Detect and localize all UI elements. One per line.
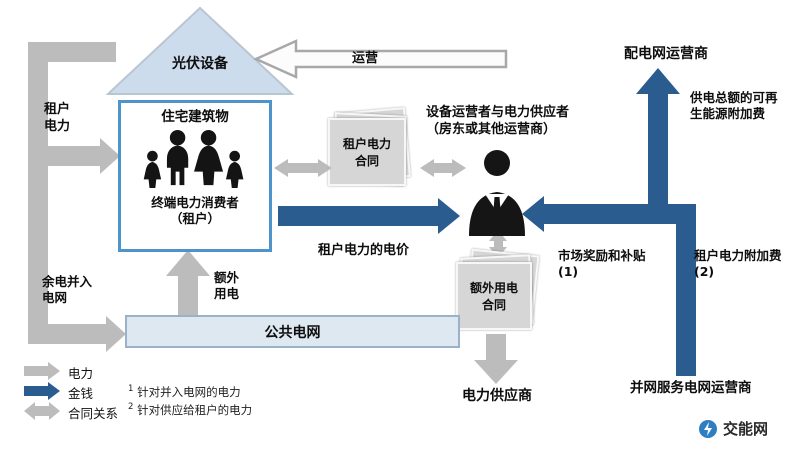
subsidy-label: 市场奖励和补贴 (1) bbox=[558, 248, 646, 279]
contract-arrow-right-head bbox=[318, 159, 332, 177]
operator-person-icon bbox=[469, 150, 525, 236]
tenant-power-label: 租户电力 bbox=[43, 102, 70, 134]
legend-money-label: 金钱 bbox=[68, 386, 94, 401]
building-title: 住宅建筑物 bbox=[161, 109, 229, 125]
footnote-1-text: 针对并入电网的电力 bbox=[137, 384, 241, 399]
pv-label: 光伏设备 bbox=[172, 56, 228, 72]
footnote-2-sup: 2 bbox=[128, 402, 134, 412]
pv-roof bbox=[105, 6, 295, 95]
tenant-surcharge-label: 租户电力附加费 (2) bbox=[694, 248, 782, 279]
tenant-surcharge-arrow-shaft bbox=[676, 204, 696, 376]
extra-contract-docs: 额外用电合同 bbox=[456, 248, 544, 336]
pv-power-path-vertical bbox=[28, 42, 48, 344]
extra-use-arrow-shaft bbox=[178, 276, 198, 316]
residential-building-box: 住宅建筑物 终端电力消费者（租户） bbox=[118, 100, 272, 252]
extra-use-label: 额外用电 bbox=[214, 270, 240, 301]
legend-electricity-arrow-shaft bbox=[24, 366, 48, 376]
surplus-label: 余电并入电网 bbox=[42, 274, 93, 305]
legend-money-arrow-shaft bbox=[24, 386, 48, 396]
operator-label: 设备运营者与电力供应者（房东或其他运营商） bbox=[426, 105, 570, 137]
supplier-arrow-head bbox=[474, 360, 518, 384]
tenant-power-arrow-shaft bbox=[48, 146, 100, 166]
contract-arrow-left-head bbox=[420, 159, 434, 177]
grid-service-operator-label: 并网服务电网运营商 bbox=[630, 380, 752, 396]
footnote-2-text: 针对供应给租户的电力 bbox=[137, 402, 253, 417]
contract-arrow-right-head bbox=[452, 159, 466, 177]
footnote-1: 1 针对并入电网的电力 bbox=[128, 384, 241, 400]
supplier-label: 电力供应商 bbox=[462, 388, 532, 404]
res-surcharge-label: 供电总额的可再生能源附加费 bbox=[690, 90, 778, 121]
tenant-contract-front: 租户电力合同 bbox=[328, 118, 406, 186]
logo-text: 交能网 bbox=[723, 420, 769, 438]
res-surcharge-arrow-head bbox=[636, 68, 680, 94]
legend-contract-arrow-shaft bbox=[35, 406, 49, 416]
logo-icon bbox=[699, 419, 717, 438]
footnote-2: 2 针对供应给租户的电力 bbox=[128, 402, 252, 418]
dso-label: 配电网运营商 bbox=[624, 46, 708, 62]
legend-electricity-label: 电力 bbox=[68, 366, 94, 381]
subsidy-arrow-head bbox=[522, 196, 544, 232]
tenant-price-arrow-head bbox=[438, 198, 460, 234]
legend-contract-arrow-left-head bbox=[24, 402, 35, 420]
pv-power-path-top bbox=[28, 42, 116, 62]
legend-electricity-arrow-head bbox=[48, 362, 60, 380]
public-grid-bar: 公共电网 bbox=[125, 315, 460, 348]
res-surcharge-arrow-shaft bbox=[648, 94, 668, 204]
contract-arrow-shaft bbox=[288, 163, 318, 173]
surplus-arrow-shaft bbox=[28, 324, 106, 344]
extra-contract-front: 额外用电合同 bbox=[456, 262, 532, 330]
supplier-arrow-shaft bbox=[486, 334, 506, 360]
legend-money-arrow-head bbox=[48, 382, 60, 400]
extra-use-arrow-head bbox=[166, 250, 210, 276]
contract-arrow-left-head bbox=[274, 159, 288, 177]
site-logo: 交能网 bbox=[698, 418, 768, 439]
footnote-1-sup: 1 bbox=[128, 384, 134, 394]
legend-contract-label: 合同关系 bbox=[68, 406, 119, 421]
tenant-contract-label: 租户电力合同 bbox=[342, 137, 391, 168]
tenant-price-label: 租户电力的电价 bbox=[318, 243, 410, 258]
public-grid-label: 公共电网 bbox=[264, 324, 321, 341]
surplus-arrow-head bbox=[106, 316, 126, 352]
tenant-price-arrow-shaft bbox=[278, 206, 438, 226]
contract-arrow-shaft bbox=[434, 163, 452, 173]
subsidy-arrow-shaft bbox=[544, 204, 696, 224]
tenant-contract-docs: 租户电力合同 bbox=[328, 107, 416, 192]
operation-label: 运营 bbox=[352, 51, 379, 66]
legend-contract-arrow-right-head bbox=[49, 402, 60, 420]
tenant-power-arrow-head bbox=[100, 138, 120, 174]
consumer-label: 终端电力消费者（租户） bbox=[151, 195, 239, 226]
family-icon bbox=[143, 129, 244, 189]
extra-contract-label: 额外用电合同 bbox=[469, 281, 518, 312]
operation-arrow bbox=[252, 39, 508, 79]
contract-arrow-shaft bbox=[494, 241, 503, 247]
